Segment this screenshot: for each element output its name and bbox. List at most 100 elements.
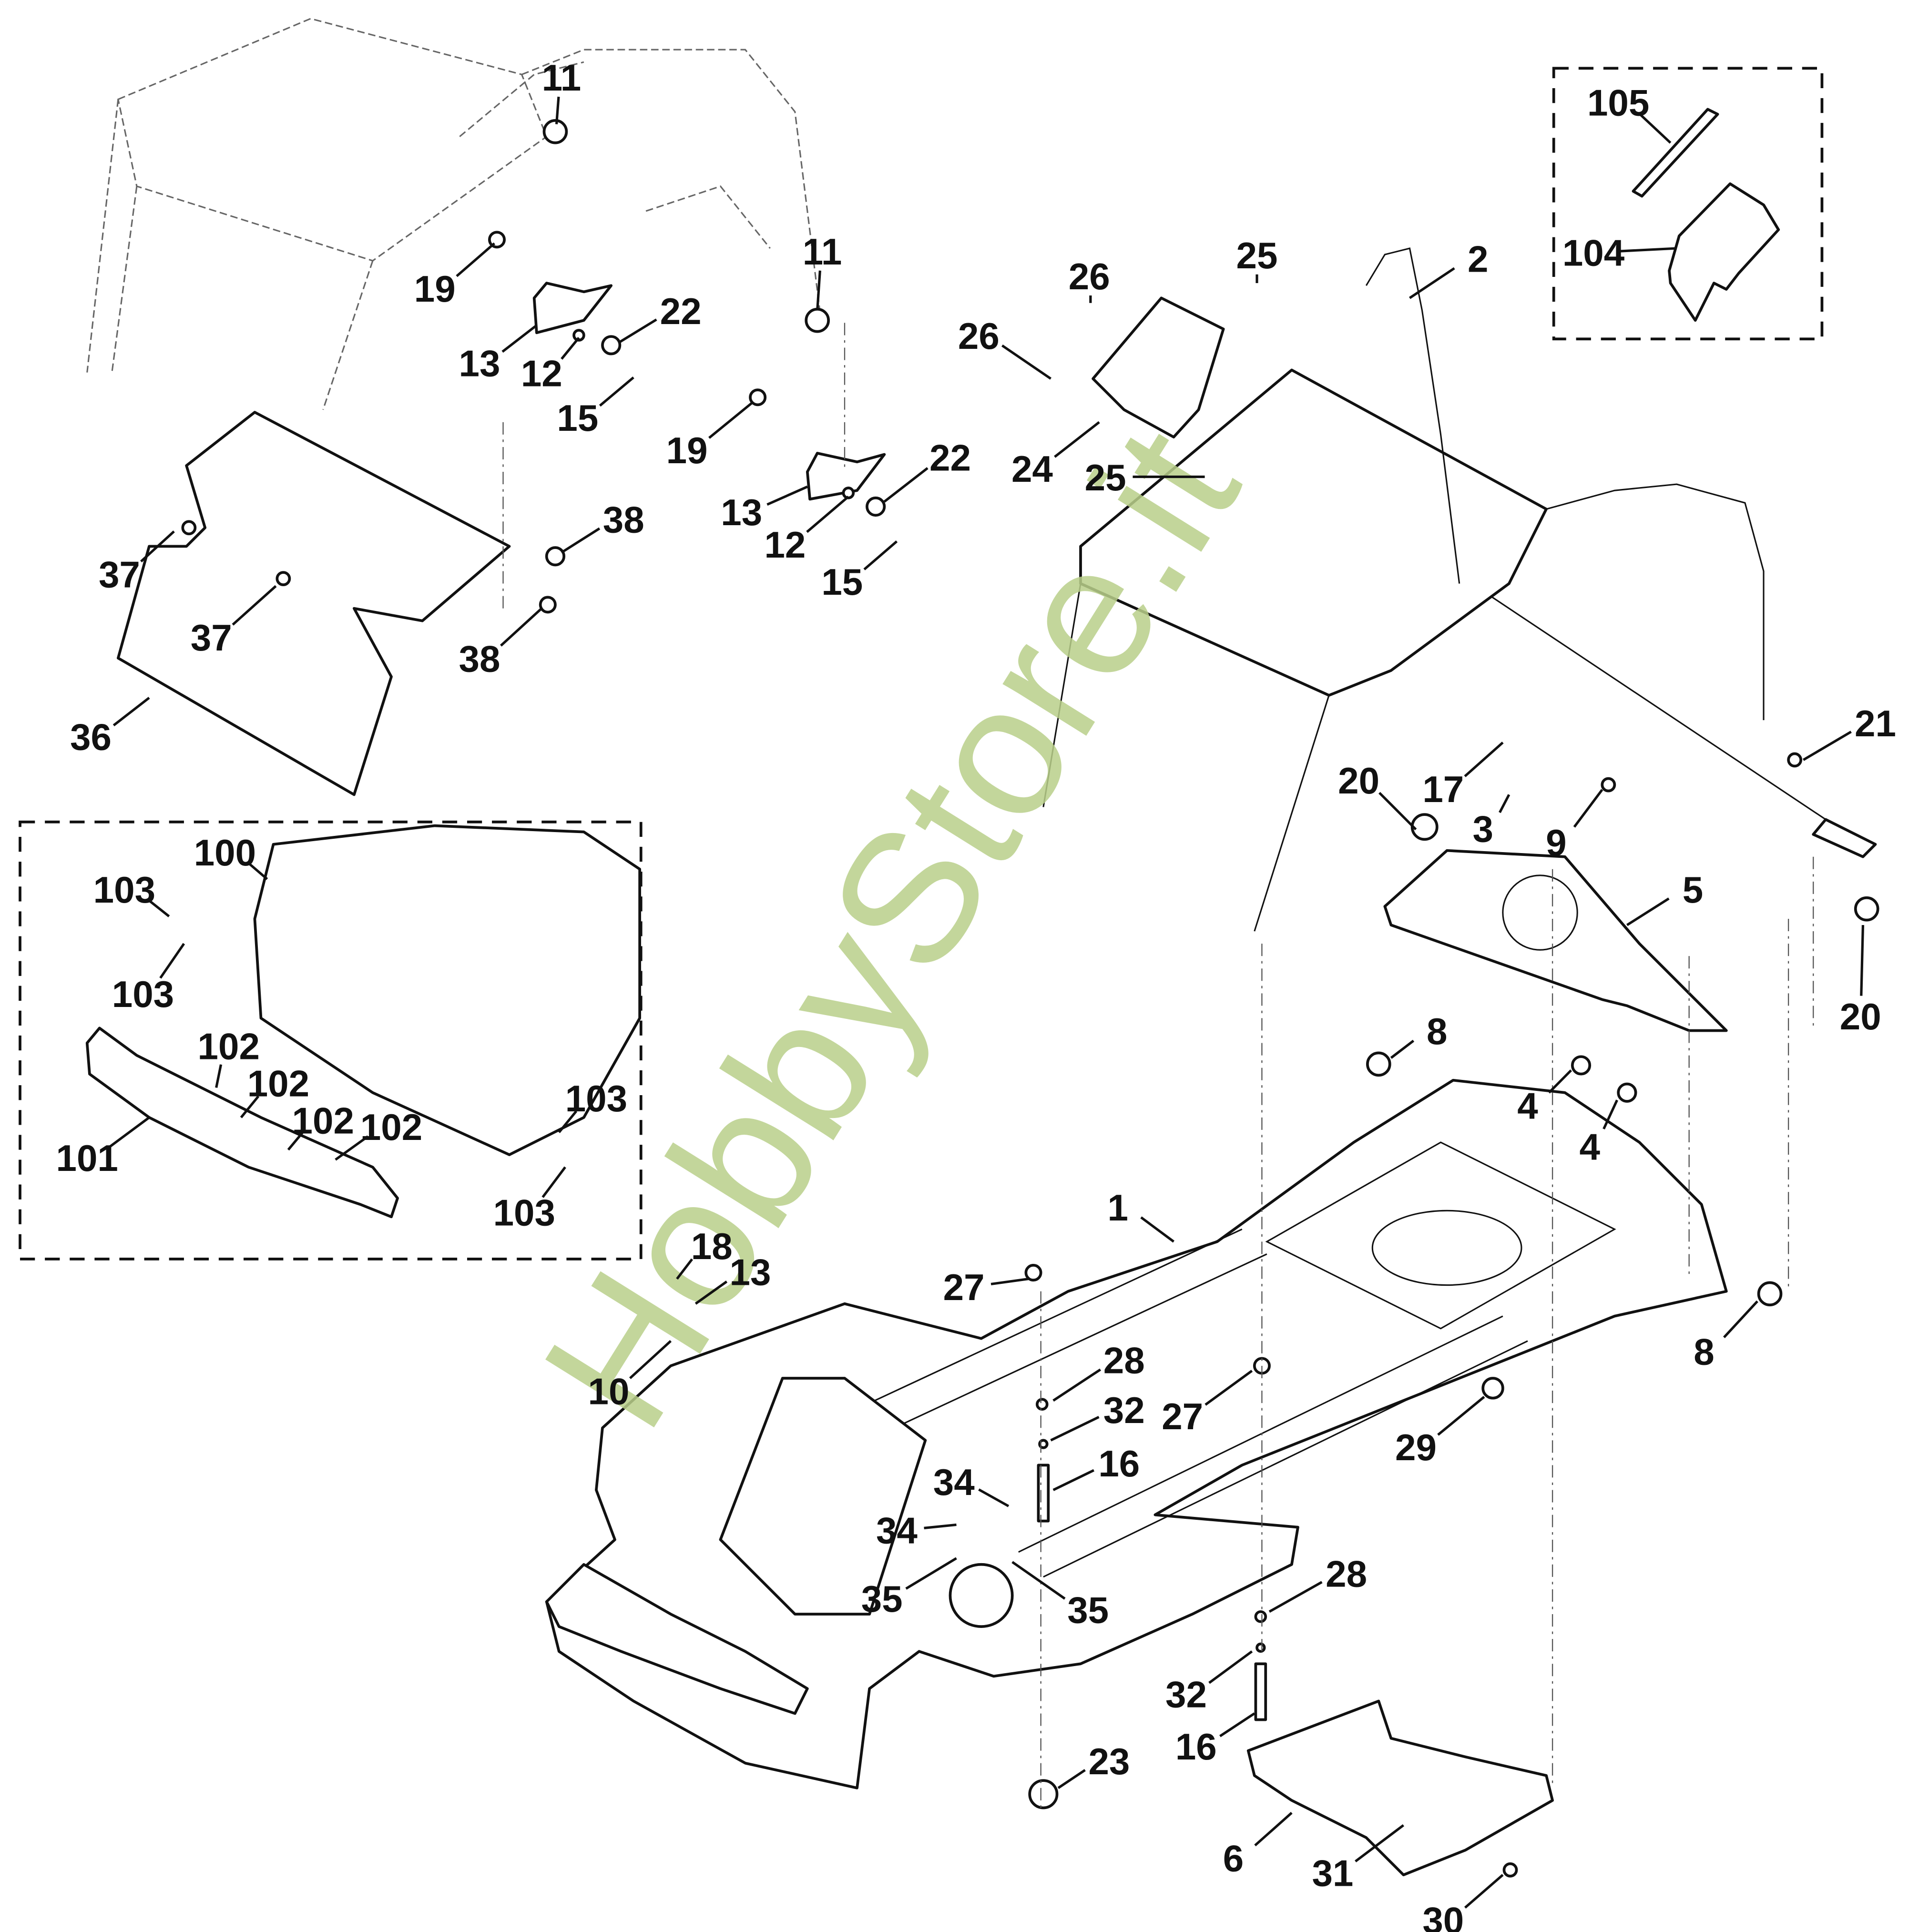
callout-31: 31 xyxy=(1312,1852,1353,1894)
callout-25: 25 xyxy=(1236,234,1278,276)
kit-box-100-103 xyxy=(19,820,643,1261)
callout-20: 20 xyxy=(1840,996,1881,1037)
leader-line xyxy=(1140,1216,1174,1243)
callout-16: 16 xyxy=(1098,1443,1140,1485)
ghost-seat-assembly xyxy=(86,18,821,410)
fasteners xyxy=(181,119,1879,1878)
leader-line xyxy=(1548,1069,1572,1094)
callout-104: 104 xyxy=(1562,232,1625,274)
leader-line xyxy=(1052,1469,1094,1491)
leader-line xyxy=(883,467,929,503)
part-104-plate xyxy=(1668,182,1780,322)
leader-line xyxy=(147,898,170,917)
leader-line xyxy=(1621,247,1677,253)
leader-line xyxy=(1219,1712,1256,1738)
leader-line xyxy=(109,1116,150,1148)
leader-line xyxy=(806,496,849,533)
callout-13: 13 xyxy=(721,491,762,533)
leader-line xyxy=(1054,421,1100,458)
callout-38: 38 xyxy=(603,499,644,541)
callout-3: 3 xyxy=(1472,808,1493,850)
leader-line xyxy=(555,96,560,124)
callout-102: 102 xyxy=(198,1025,260,1067)
leader-line xyxy=(1464,1874,1504,1909)
leader-line xyxy=(1011,1561,1066,1600)
callout-21: 21 xyxy=(1855,702,1896,744)
leader-line xyxy=(599,376,634,407)
leader-line xyxy=(1860,925,1865,996)
part-100-front-frame xyxy=(253,824,641,1156)
leader-line xyxy=(1573,789,1603,828)
leader-line xyxy=(232,585,277,626)
leader-line xyxy=(1208,1650,1253,1684)
callout-103: 103 xyxy=(565,1078,627,1119)
callout-4: 4 xyxy=(1580,1126,1601,1168)
leader-line xyxy=(863,540,898,570)
leader-line xyxy=(1390,1039,1415,1059)
leader-line xyxy=(112,697,150,727)
callout-26: 26 xyxy=(958,315,1000,357)
callout-8: 8 xyxy=(1427,1010,1447,1052)
callout-37: 37 xyxy=(191,617,232,659)
leader-line xyxy=(1001,344,1051,380)
callout-35: 35 xyxy=(1067,1589,1109,1631)
callout-15: 15 xyxy=(821,561,863,603)
callout-102: 102 xyxy=(360,1106,422,1148)
callout-2: 2 xyxy=(1468,238,1488,280)
callout-102: 102 xyxy=(292,1100,354,1142)
callout-11: 11 xyxy=(803,231,842,273)
part-101-bumper xyxy=(85,1027,399,1219)
leader-line xyxy=(1409,267,1455,299)
leader-line xyxy=(287,1132,304,1151)
callout-22: 22 xyxy=(929,437,971,478)
leader-line xyxy=(335,1135,369,1161)
callout-34: 34 xyxy=(933,1461,975,1503)
callout-19: 19 xyxy=(666,429,708,471)
leader-line xyxy=(1437,1396,1485,1436)
leader-line xyxy=(816,270,821,311)
leader-line xyxy=(1626,897,1670,926)
callout-18: 18 xyxy=(691,1225,733,1267)
leader-line xyxy=(1204,1370,1253,1406)
part-front-bumper xyxy=(545,1563,809,1715)
part-13-bracket xyxy=(806,452,886,501)
callout-5: 5 xyxy=(1683,869,1703,911)
callout-105: 105 xyxy=(1587,81,1649,123)
callout-34: 34 xyxy=(876,1510,918,1552)
callout-12: 12 xyxy=(764,524,806,566)
callout-24: 24 xyxy=(1011,448,1053,490)
callout-15: 15 xyxy=(557,397,598,439)
kit-box-104-105 xyxy=(1552,67,1824,341)
leader-line xyxy=(1464,742,1504,777)
callout-101: 101 xyxy=(56,1137,118,1179)
callout-103: 103 xyxy=(493,1192,555,1234)
part-13-bracket xyxy=(532,282,613,335)
leader-line xyxy=(1052,1368,1102,1402)
callout-37: 37 xyxy=(99,553,140,595)
callout-11: 11 xyxy=(542,57,582,99)
leader-line xyxy=(541,1166,566,1198)
callout-19: 19 xyxy=(414,268,456,310)
callout-1: 1 xyxy=(1107,1187,1128,1229)
callout-38: 38 xyxy=(459,638,500,680)
callout-27: 27 xyxy=(1162,1395,1203,1437)
callout-13: 13 xyxy=(459,342,500,384)
callout-23: 23 xyxy=(1088,1740,1130,1782)
callout-22: 22 xyxy=(660,290,702,332)
leader-line xyxy=(618,318,657,344)
callout-26: 26 xyxy=(1069,255,1110,297)
leader-line xyxy=(905,1557,957,1590)
leader-line xyxy=(1803,731,1852,761)
leader-line xyxy=(247,861,268,880)
part-6-guard xyxy=(1246,1699,1554,1877)
leader-line xyxy=(1355,1824,1404,1862)
leader-line xyxy=(924,1523,957,1529)
part-105-rod xyxy=(1632,108,1719,198)
callout-17: 17 xyxy=(1422,768,1464,810)
callout-28: 28 xyxy=(1326,1553,1367,1595)
callout-103: 103 xyxy=(112,973,174,1015)
leader-line xyxy=(1254,1811,1293,1847)
